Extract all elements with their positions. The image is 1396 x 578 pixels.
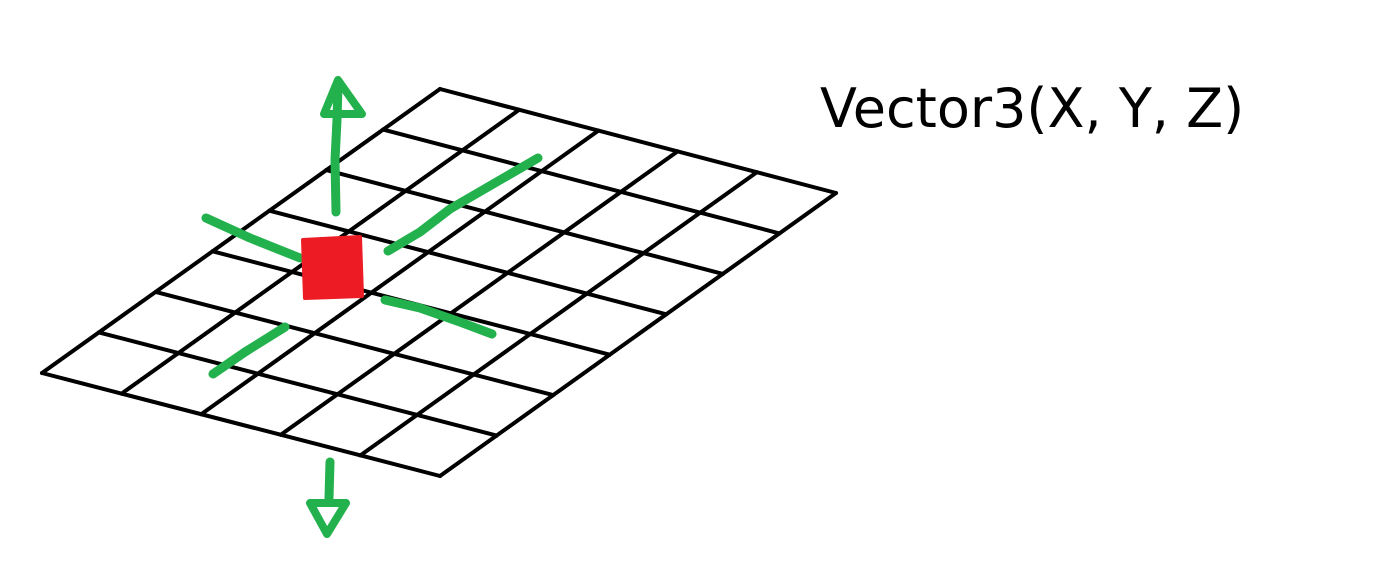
movement-indicators	[201, 76, 543, 538]
stroke-upper-left	[201, 213, 305, 263]
arrow-up-shaft	[330, 80, 343, 217]
stroke-lower-right	[380, 295, 497, 339]
arrow-down-head	[306, 499, 350, 538]
vector-label: Vector3(X, Y, Z)	[820, 77, 1245, 140]
arrow-up-icon	[320, 76, 366, 217]
grid-line-width	[96, 330, 499, 438]
grid-line-depth	[358, 170, 759, 458]
stroke-upper-right	[383, 153, 543, 256]
grid-line-width	[324, 168, 725, 276]
grid-line-width	[267, 208, 669, 317]
arrow-down-shaft	[324, 457, 335, 503]
grid-line-depth	[199, 128, 601, 417]
grid-line-width	[40, 371, 442, 478]
grid-line-width	[153, 289, 556, 398]
red-square	[301, 235, 364, 300]
red-square-object	[301, 235, 364, 300]
grid-line-width	[381, 127, 782, 236]
arrow-up-head	[320, 76, 366, 118]
arrow-down-icon	[306, 457, 350, 538]
stroke-lower-left	[208, 322, 290, 379]
grid-line-width	[438, 87, 838, 195]
grid-line-depth	[438, 191, 838, 478]
grid-plane	[40, 87, 838, 478]
grid-line-depth	[278, 149, 680, 437]
